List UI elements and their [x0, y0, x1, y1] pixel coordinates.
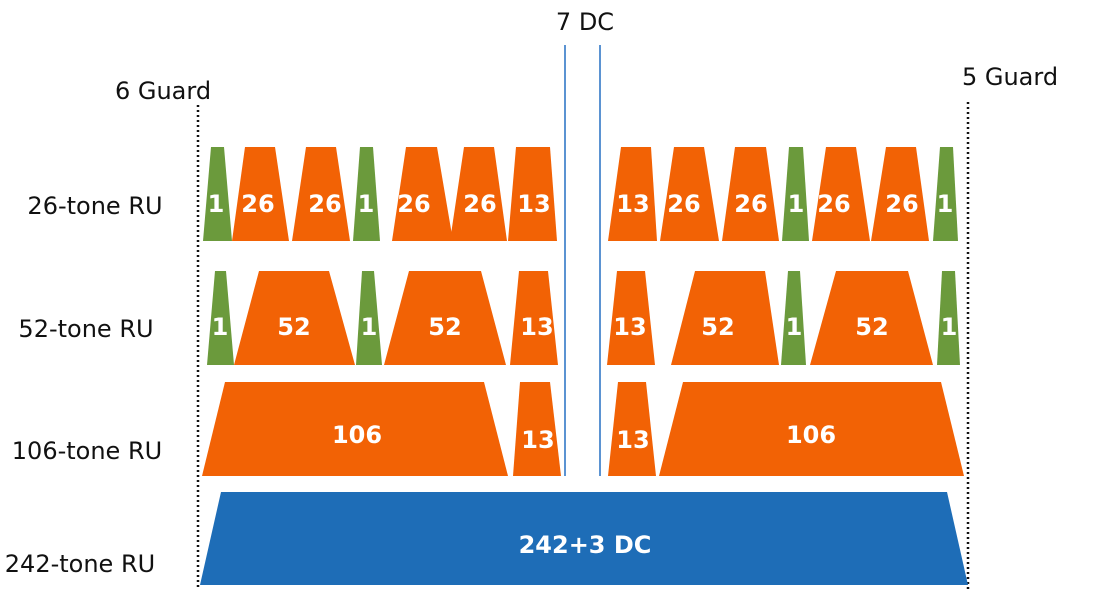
- ru26-chunk-label-7: 13: [517, 190, 550, 218]
- ru106-chunk-4: [659, 382, 964, 476]
- ru26-chunk-label-1: 1: [208, 190, 225, 218]
- ru52-chunk-label-7: 52: [701, 313, 734, 341]
- ru52-chunk-8: [781, 271, 806, 365]
- ru106-chunk-3: [608, 382, 656, 476]
- ru26-chunk-4: [353, 147, 380, 241]
- ru52-chunk-label-2: 52: [277, 313, 310, 341]
- left-guard-label: 6 Guard: [115, 77, 211, 105]
- row-label-52-tone: 52-tone RU: [18, 315, 153, 343]
- ru106-chunk-label-2: 13: [521, 426, 554, 454]
- ru26-chunk-1: [203, 147, 232, 241]
- ru52-chunk-label-4: 52: [428, 313, 461, 341]
- ru26-chunk-label-11: 1: [788, 190, 805, 218]
- ru106-chunk-label-3: 13: [616, 426, 649, 454]
- ru52-chunk-2: [234, 271, 355, 365]
- ru26-chunk-label-12: 26: [817, 190, 850, 218]
- row-52-tone: 1 52 1 52 13 13 52 1 52 1: [207, 271, 960, 365]
- row-label-26-tone: 26-tone RU: [27, 192, 162, 220]
- ru26-chunk-label-3: 26: [308, 190, 341, 218]
- ru26-chunk-12: [812, 147, 870, 241]
- ru52-chunk-label-3: 1: [361, 313, 378, 341]
- ru26-chunk-label-10: 26: [734, 190, 767, 218]
- ru26-chunk-label-8: 13: [616, 190, 649, 218]
- ru52-chunk-9: [810, 271, 933, 365]
- ru52-chunk-7: [671, 271, 779, 365]
- ru52-chunk-label-10: 1: [941, 313, 958, 341]
- ru106-chunk-label-4: 106: [786, 421, 836, 449]
- ru106-chunk-1: [202, 382, 508, 476]
- ru26-chunk-label-13: 26: [885, 190, 918, 218]
- ru26-chunk-2: [232, 147, 289, 241]
- ru52-chunk-label-8: 1: [786, 313, 803, 341]
- ru52-chunk-6: [607, 271, 655, 365]
- ru242-chunk-label-1: 242+3 DC: [519, 531, 652, 559]
- right-guard-label: 5 Guard: [962, 63, 1058, 91]
- ru26-chunk-5: [392, 147, 453, 241]
- row-label-242-tone: 242-tone RU: [5, 550, 155, 578]
- ru52-chunk-label-9: 52: [855, 313, 888, 341]
- ru52-chunk-label-6: 13: [613, 313, 646, 341]
- ru52-chunk-label-1: 1: [212, 313, 229, 341]
- ru26-chunk-3: [292, 147, 350, 241]
- row-label-106-tone: 106-tone RU: [12, 437, 162, 465]
- ru52-chunk-4: [384, 271, 506, 365]
- ru26-chunk-10: [722, 147, 779, 241]
- ru26-chunk-9: [660, 147, 719, 241]
- ru26-chunk-8: [608, 147, 657, 241]
- ru106-chunk-2: [513, 382, 561, 476]
- ru26-chunk-label-6: 26: [463, 190, 496, 218]
- ru52-chunk-10: [937, 271, 960, 365]
- row-26-tone: 1 26 26 1 26 26 13 13 26 26 1 26 26 1: [203, 147, 958, 241]
- ru52-chunk-label-5: 13: [520, 313, 553, 341]
- ru26-chunk-7: [508, 147, 557, 241]
- ru26-chunk-13: [871, 147, 929, 241]
- ru26-chunk-label-5: 26: [397, 190, 430, 218]
- row-242-tone: 242+3 DC: [200, 492, 968, 585]
- row-106-tone: 106 13 13 106: [202, 382, 964, 476]
- dc-label: 7 DC: [556, 8, 614, 36]
- ru242-chunk-1: [200, 492, 968, 585]
- ru52-chunk-5: [510, 271, 558, 365]
- ru26-chunk-14: [933, 147, 958, 241]
- ru52-chunk-1: [207, 271, 234, 365]
- ru26-chunk-label-2: 26: [241, 190, 274, 218]
- ru26-chunk-label-14: 1: [937, 190, 954, 218]
- ru26-chunk-6: [450, 147, 507, 241]
- ru106-chunk-label-1: 106: [332, 421, 382, 449]
- ru26-chunk-label-9: 26: [667, 190, 700, 218]
- ru26-chunk-11: [782, 147, 809, 241]
- ru52-chunk-3: [356, 271, 382, 365]
- ru26-chunk-label-4: 1: [358, 190, 375, 218]
